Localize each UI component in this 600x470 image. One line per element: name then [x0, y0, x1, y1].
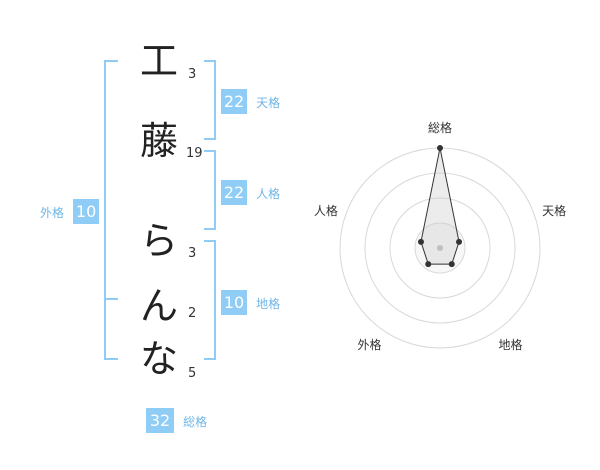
- gaikaku-bracket: [104, 60, 118, 360]
- jinkaku-bracket: [204, 150, 216, 230]
- tenkaku-label: 天格: [256, 96, 281, 110]
- radar-axis-label: 外格: [357, 337, 381, 352]
- chikaku: 10 地格: [221, 290, 280, 315]
- radar-point-4: [425, 261, 432, 268]
- stroke-count-1: 3: [188, 67, 197, 82]
- jinkaku: 22 人格: [221, 180, 280, 205]
- radar-point-1: [437, 145, 443, 151]
- name-char-3: ら: [139, 219, 178, 263]
- gaikaku-bracket-split: [104, 298, 118, 300]
- gaikaku-value: 10: [73, 199, 100, 224]
- stroke-count-2: 19: [186, 146, 203, 161]
- chikaku-bracket: [204, 240, 216, 360]
- name-char-2: 藤: [139, 119, 178, 163]
- name-char-4: ん: [139, 284, 178, 328]
- soukaku: 32 総格: [146, 408, 207, 433]
- radar-point-2: [456, 238, 463, 245]
- radar-series: [417, 145, 463, 268]
- stroke-count-5: 5: [188, 366, 197, 381]
- radar-axis-label: 人格: [314, 203, 338, 218]
- jinkaku-label: 人格: [256, 187, 281, 201]
- gaikaku-label: 外格: [40, 206, 65, 220]
- tenkaku-value: 22: [221, 89, 247, 114]
- radar-center: [437, 245, 443, 251]
- gaikaku: 外格 10: [40, 199, 100, 224]
- stroke-count-4: 2: [188, 306, 197, 321]
- radar-point-3: [448, 261, 455, 268]
- radar-ring: [364, 172, 516, 324]
- name-char-5: な: [139, 337, 178, 381]
- radar-series-polygon: [420, 147, 460, 265]
- radar-ring: [389, 197, 491, 299]
- radar-axis-label: 天格: [542, 203, 566, 218]
- radar-axis-label: 地格: [499, 337, 523, 352]
- jinkaku-value: 22: [221, 180, 247, 205]
- soukaku-label: 総格: [183, 415, 208, 429]
- name-char-1: 工: [139, 39, 178, 83]
- soukaku-value: 32: [146, 408, 174, 433]
- chikaku-label: 地格: [256, 297, 281, 311]
- chikaku-value: 10: [221, 290, 247, 315]
- tenkaku-bracket: [204, 60, 216, 140]
- tenkaku: 22 天格: [221, 89, 280, 114]
- stroke-count-3: 3: [188, 246, 197, 261]
- radar-point-5: [417, 238, 424, 245]
- radar-axis-label: 総格: [428, 120, 452, 135]
